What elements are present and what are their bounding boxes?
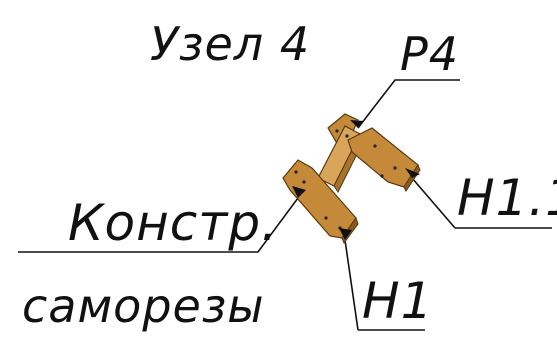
label-p4: Р4 <box>400 27 459 81</box>
node-title: Узел 4 <box>150 17 310 71</box>
arrowheads <box>292 120 420 240</box>
arrow-p4 <box>350 120 364 128</box>
screw-dots <box>294 129 397 230</box>
plate-h1-1 <box>347 127 419 188</box>
leader-lines <box>18 79 552 331</box>
arrow-h1 <box>339 228 352 240</box>
leader-konstr <box>18 197 299 253</box>
label-samorezy: саморезы <box>22 279 265 333</box>
leader-p4 <box>357 79 460 129</box>
arrow-konstr <box>292 186 306 198</box>
label-h1: Н1 <box>362 272 433 330</box>
leader-h1 <box>344 239 359 331</box>
leader-h1-1 <box>411 177 456 229</box>
label-konstr: Констр. <box>68 194 278 252</box>
assembly-parts <box>282 113 421 245</box>
arrow-h1-1 <box>405 168 420 178</box>
label-h1-1: Н1.1 <box>457 169 557 227</box>
